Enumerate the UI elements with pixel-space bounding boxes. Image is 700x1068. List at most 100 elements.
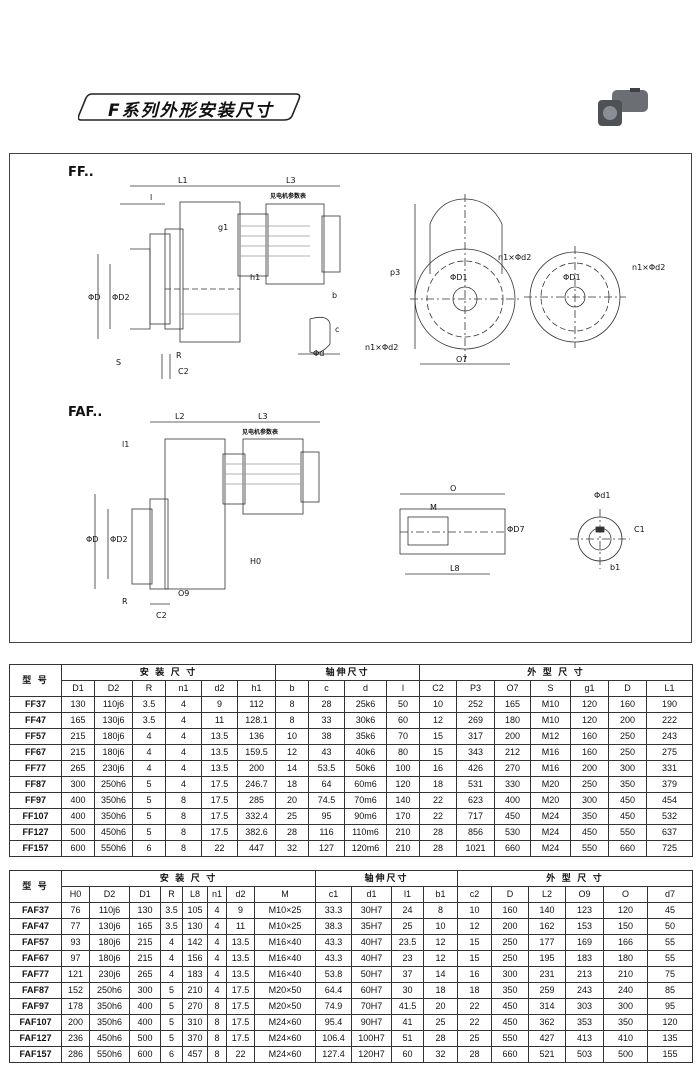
table-cell: 332.4 (236, 808, 277, 825)
table-cell: 18 (275, 776, 310, 793)
model-cell: FF127 (9, 824, 62, 841)
column-header: L1 (646, 680, 694, 697)
table-cell: 8 (165, 824, 202, 841)
table-cell: 17.5 (201, 808, 238, 825)
table-cell: 159.5 (236, 744, 277, 761)
table-cell: 50 (386, 696, 421, 713)
table-cell: 40H7 (351, 934, 393, 951)
table-cell: 80 (386, 744, 421, 761)
table-cell: 150 (603, 918, 649, 935)
ff-model-header: 型 号 (9, 664, 62, 697)
bore-label-d1: Φd1 (594, 491, 611, 500)
ff-label-bolts-right: n1×Φd2 (498, 253, 532, 262)
table-cell: 350h6 (89, 998, 130, 1015)
table-cell: M24 (530, 840, 572, 857)
table-cell: 28 (419, 824, 458, 841)
column-header: D (491, 886, 530, 903)
ff-label-o7: O7 (456, 355, 468, 364)
table-cell: 32 (423, 1046, 459, 1063)
column-header: l1 (391, 886, 425, 903)
table-cell: 120 (386, 776, 421, 793)
table-cell: M10 (530, 696, 572, 713)
ff-label-l: l (150, 193, 153, 202)
table-cell: 10 (419, 696, 458, 713)
table-cell: 240 (603, 982, 649, 999)
table-cell: 140 (528, 902, 567, 919)
faf-label-c2: C2 (156, 611, 167, 620)
table-cell: 180j6 (94, 728, 133, 745)
table-cell: 353 (565, 1014, 605, 1031)
table-cell: 600 (129, 1046, 161, 1063)
table-cell: 17.5 (226, 982, 255, 999)
column-header: D2 (94, 680, 133, 697)
table-cell: 162 (528, 918, 567, 935)
table-cell: 550 (491, 1030, 530, 1047)
model-cell: FAF47 (9, 918, 62, 935)
model-cell: FAF57 (9, 934, 62, 951)
table-cell: 60m6 (344, 776, 388, 793)
table-cell: 265 (61, 760, 95, 777)
table-cell: 331 (646, 760, 694, 777)
table-cell: 660 (494, 840, 532, 857)
column-header: g1 (570, 680, 610, 697)
table-cell: 4 (132, 744, 166, 761)
ff-label-r: R (176, 351, 182, 360)
table-cell: 180 (603, 950, 649, 967)
table-cell: M16×40 (253, 934, 317, 951)
table-cell: 183 (565, 950, 605, 967)
table-cell: 4 (165, 712, 202, 729)
column-header: R (160, 886, 183, 903)
table-cell: 178 (61, 998, 90, 1015)
table-cell: 343 (456, 744, 496, 761)
model-cell: FAF127 (9, 1030, 62, 1047)
ff-label-p3: p3 (390, 268, 401, 277)
table-cell: 427 (528, 1030, 567, 1047)
column-header: d (344, 680, 388, 697)
ff-label-c: c (335, 325, 340, 334)
ff-label-c2: C2 (178, 367, 189, 376)
table-cell: 400 (61, 808, 95, 825)
table-cell: 160 (570, 744, 610, 761)
column-header: L8 (182, 886, 208, 903)
table-cell: 142 (182, 934, 208, 951)
faf-column-header-row: H0 D2 D1 R L8 n1 d2 M c1 d1 l1 b1 c2 D L… (10, 886, 694, 903)
table-cell: 212 (494, 744, 532, 761)
table-cell: 195 (528, 950, 567, 967)
shaft-label-o: O (450, 484, 457, 493)
table-cell: 20 (423, 998, 459, 1015)
column-header: h1 (236, 680, 277, 697)
ff-label-b: b (332, 291, 338, 300)
table-cell: 215 (61, 744, 95, 761)
table-cell: 4 (165, 696, 202, 713)
faf-model-header: 型 号 (9, 870, 62, 903)
page-title: F系列外形安装尺寸 (108, 101, 274, 121)
table-cell: 243 (646, 728, 694, 745)
table-cell: 160 (608, 696, 648, 713)
faf-shaft-header: 轴伸尺寸 (315, 870, 459, 887)
table-cell: 13.5 (226, 950, 255, 967)
column-header: H0 (61, 886, 90, 903)
flange-label-d1: ΦD1 (563, 273, 581, 282)
table-cell: 314 (528, 998, 567, 1015)
table-cell: 15 (457, 950, 493, 967)
table-cell: 24 (391, 902, 425, 919)
table-cell: 177 (528, 934, 567, 951)
table-cell: 35k6 (344, 728, 388, 745)
ff-side-view (97, 185, 341, 379)
table-cell: 4 (165, 760, 202, 777)
table-cell: 1021 (456, 840, 496, 857)
table-cell: 28 (308, 696, 346, 713)
ff-group-header-row: 型 号 安 装 尺 寸 轴伸尺寸 外 型 尺 寸 (9, 664, 694, 697)
ff-label-l3: L3 (286, 176, 296, 185)
table-cell: 22 (226, 1046, 255, 1063)
table-cell: 127 (308, 840, 346, 857)
table-cell: 350 (491, 982, 530, 999)
table-cell: 97 (61, 950, 90, 967)
table-cell: 55 (647, 934, 694, 951)
ff-view-title: FF.. (68, 165, 94, 180)
table-cell: 23 (391, 950, 425, 967)
